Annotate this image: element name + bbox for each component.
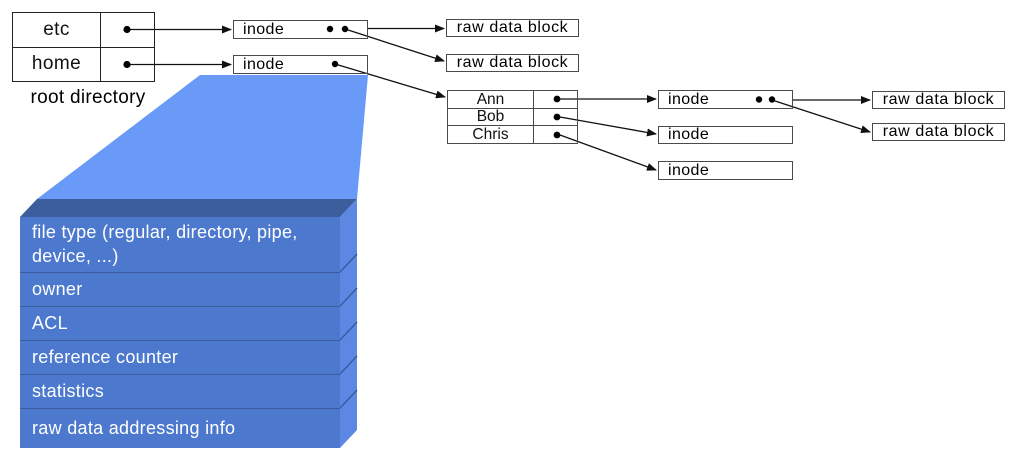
- root-dir-entry-pointer-cell: [101, 48, 154, 82]
- root-dir-entry-name: home: [13, 47, 101, 81]
- root-directory-table: etc home: [12, 12, 155, 82]
- stack-top-face: [20, 199, 357, 217]
- root-dir-row-home: home: [13, 46, 154, 82]
- raw-data-block-4: raw data block: [872, 123, 1005, 141]
- inode-box-chris: inode: [658, 161, 793, 180]
- home-directory-table: Ann Bob Chris: [447, 90, 578, 144]
- inode-box-bob: inode: [658, 126, 793, 144]
- root-directory-caption: root directory: [30, 87, 146, 108]
- home-dir-entry-name: Chris: [448, 126, 534, 144]
- inode-box-etc: inode: [233, 20, 368, 39]
- inode-field-acl: ACL: [20, 306, 340, 340]
- home-dir-row-chris: Chris: [448, 125, 577, 144]
- home-dir-entry-name: Ann: [448, 91, 534, 108]
- root-dir-row-etc: etc: [13, 13, 154, 47]
- stack-side-face: [340, 199, 357, 448]
- home-dir-entry-pointer-cell: [534, 109, 577, 126]
- inode-field-owner: owner: [20, 272, 340, 306]
- inode-box-ann: inode: [658, 90, 793, 109]
- inode-structure-stack: file type (regular, directory, pipe, dev…: [20, 217, 340, 448]
- root-dir-entry-pointer-cell: [101, 13, 154, 47]
- home-dir-entry-name: Bob: [448, 108, 534, 126]
- inode-field-ref-counter: reference counter: [20, 340, 340, 374]
- home-dir-row-bob: Bob: [448, 107, 577, 126]
- raw-data-block-1: raw data block: [446, 19, 579, 37]
- inode-field-file-type: file type (regular, directory, pipe, dev…: [20, 217, 340, 272]
- inode-field-statistics: statistics: [20, 374, 340, 408]
- raw-data-block-2: raw data block: [446, 54, 579, 72]
- stack-side-dividers: [339, 253, 358, 409]
- home-dir-entry-pointer-cell: [534, 126, 577, 143]
- home-dir-entry-pointer-cell: [534, 91, 577, 108]
- raw-data-block-3: raw data block: [872, 91, 1005, 109]
- inode-box-home: inode: [233, 55, 368, 74]
- root-dir-entry-name: etc: [13, 13, 101, 47]
- inode-field-raw-addressing: raw data addressing info: [20, 408, 340, 448]
- home-dir-row-ann: Ann: [448, 91, 577, 108]
